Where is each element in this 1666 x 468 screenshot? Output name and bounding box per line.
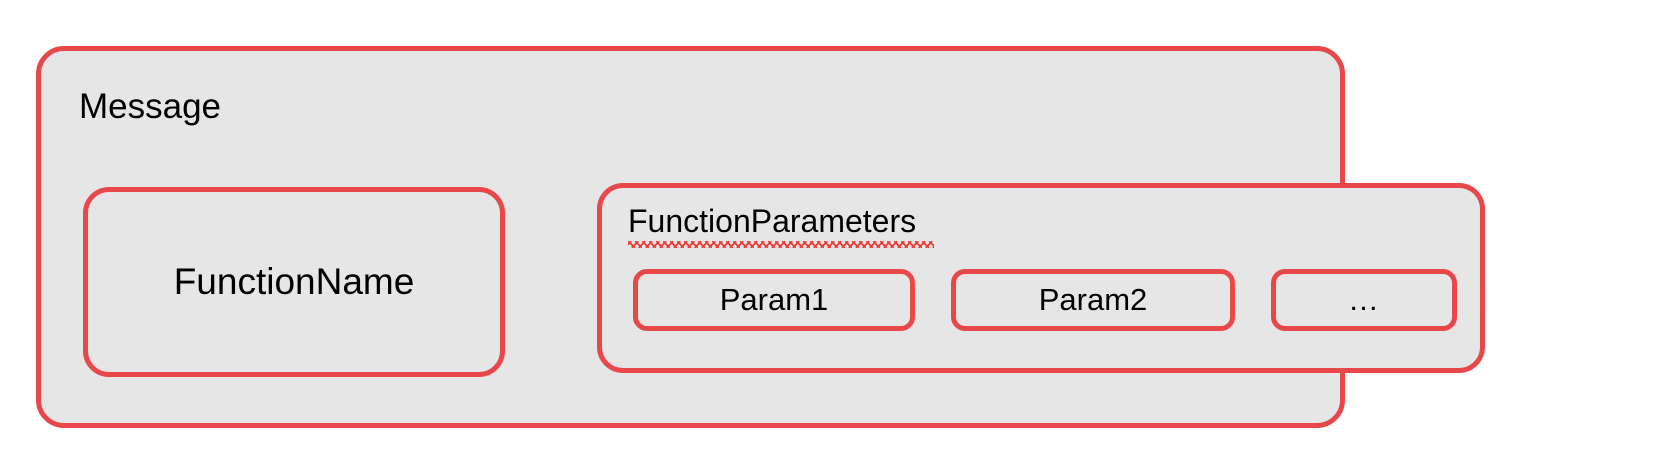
function-name-box: FunctionName bbox=[83, 187, 505, 377]
param-box-1: Param1 bbox=[633, 269, 915, 331]
spellcheck-underline-icon bbox=[628, 241, 934, 248]
message-label: Message bbox=[79, 87, 222, 126]
function-parameters-label-group: FunctionParameters bbox=[628, 202, 934, 248]
param-label-2: Param2 bbox=[1038, 282, 1148, 317]
function-name-label: FunctionName bbox=[173, 261, 415, 302]
param-label-ellipsis: … bbox=[1348, 282, 1380, 317]
parameter-list: Param1 Param2 … bbox=[633, 269, 1457, 331]
param-box-more: … bbox=[1271, 269, 1457, 331]
message-container: Message FunctionName FunctionParameters … bbox=[36, 46, 1485, 428]
param-label-1: Param1 bbox=[719, 282, 829, 317]
function-parameters-box: FunctionParameters Param1 Param2 … bbox=[597, 183, 1485, 373]
param-box-2: Param2 bbox=[951, 269, 1235, 331]
function-parameters-label: FunctionParameters bbox=[628, 203, 917, 239]
